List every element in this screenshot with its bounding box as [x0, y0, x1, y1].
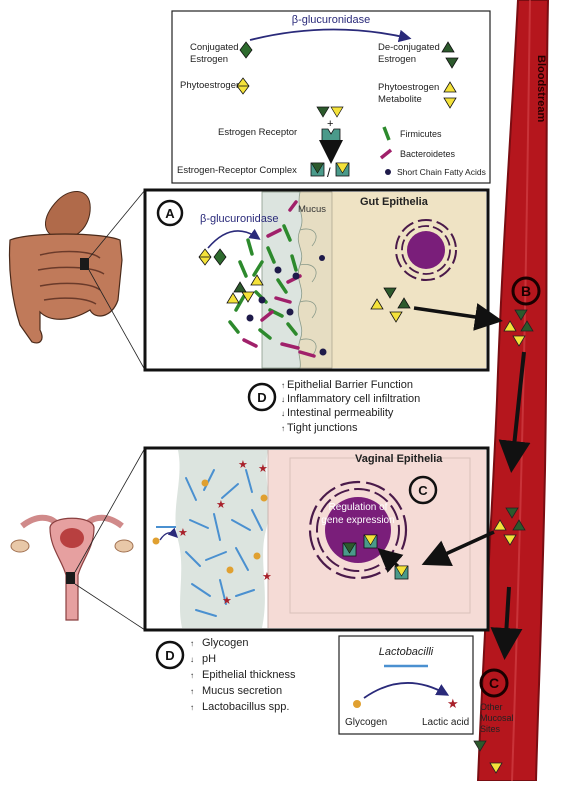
- vaginal-marker-c-circle: [408, 475, 438, 505]
- legend-phytomet-l1: Phytoestrogen: [378, 82, 439, 93]
- gut-mucus-label: Mucus: [298, 204, 326, 215]
- gut-marker-a-circle: [156, 199, 184, 227]
- vaginal-title: Vaginal Epithelia: [355, 453, 443, 465]
- legend-firmicutes-label: Firmicutes: [400, 129, 442, 139]
- vaginal-effect-2-arrow: ↓: [190, 655, 194, 664]
- legend-scfa-icon: [385, 169, 391, 175]
- legend-conjugated-l2: Estrogen: [190, 54, 228, 65]
- gene-reg-line1: Regulation of: [329, 502, 388, 513]
- vaginal-effect-5-text: Lactobacillus spp.: [202, 701, 289, 713]
- gut-marker-d-label: D: [257, 390, 266, 405]
- vaginal-mucus-layer: [175, 450, 269, 628]
- uterus-illustration: [10, 447, 146, 631]
- other-sites-line1: Other: [480, 702, 503, 712]
- vaginal-effect-3-text: Epithelial thickness: [202, 669, 296, 681]
- vaginal-effect-3-arrow: ↑: [190, 671, 194, 680]
- lactobacilli-legend-box: Lactobacilli ★ Glycogen Lactic acid: [338, 635, 474, 735]
- legend-phytomet-l2: Metabolite: [378, 94, 422, 105]
- vaginal-lactobacilli: [185, 469, 263, 617]
- lacto-box-lactic-icon: ★: [447, 696, 459, 711]
- vaginal-effect-1-text: Glycogen: [202, 637, 248, 649]
- svg-text:★: ★: [262, 571, 272, 583]
- gut-panel: Mucus Gut Epithelia A β-glucuronidase: [143, 188, 503, 372]
- legend-firmicutes-icon: [382, 126, 391, 141]
- lacto-box-conversion-arrow: [363, 682, 450, 699]
- vaginal-lactic-acid: ★ ★ ★ ★ ★ ★: [178, 459, 272, 607]
- legend-bacteroidetes-icon: [379, 148, 393, 160]
- gut-effect-4-text: Tight junctions: [287, 422, 358, 434]
- legend-complex-icon: /: [310, 162, 350, 180]
- other-sites-line3: Sites: [480, 724, 501, 734]
- vaginal-marker-d-circle: [155, 640, 185, 670]
- legend-deconj-l2: Estrogen: [378, 54, 416, 65]
- svg-text:+: +: [327, 118, 333, 130]
- gut-nucleus: [395, 219, 457, 281]
- blood-arrow-down-2: [490, 586, 523, 660]
- legend-complex-label: Estrogen-Receptor Complex: [177, 165, 297, 176]
- lacto-box-lactic-label: Lactic acid: [422, 717, 469, 728]
- vaginal-effect-1-arrow: ↑: [190, 639, 194, 648]
- marker-b-label: B: [521, 283, 531, 299]
- gut-marker-a-label: A: [165, 206, 175, 221]
- blood-to-vaginal-arrow: [421, 530, 495, 567]
- svg-text:★: ★: [258, 463, 268, 475]
- blood-arrow-down-1: [498, 351, 531, 473]
- vaginal-complex-to-nucleus-arrow: [377, 548, 404, 573]
- gut-effect-4-arrow: ↑: [281, 424, 285, 433]
- vaginal-effects-list: ↑ Glycogen ↓ pH ↑ Epithelial thickness ↑…: [190, 637, 296, 713]
- gut-marker-d-circle: [247, 382, 277, 412]
- lacto-box-glycogen-label: Glycogen: [345, 717, 387, 728]
- bloodstream-label: Bloodstream: [535, 55, 547, 122]
- gut-enzyme-arrow: [207, 228, 261, 249]
- intestine-illustration: [8, 189, 146, 371]
- gut-enzyme-label: β-glucuronidase: [200, 213, 278, 225]
- marker-b-circle: [511, 276, 541, 306]
- gut-to-blood-arrow: [413, 303, 503, 331]
- vagina-zoom-box: [66, 572, 75, 584]
- svg-text:★: ★: [222, 595, 232, 607]
- vaginal-effect-4-text: Mucus secretion: [202, 685, 282, 697]
- legend-receptor-label: Estrogen Receptor: [218, 127, 297, 138]
- legend-bacteroidetes-label: Bacteroidetes: [400, 149, 456, 159]
- intestine-zoom-box: [80, 258, 89, 270]
- gut-effect-1-text: Epithelial Barrier Function: [287, 379, 413, 391]
- svg-text:/: /: [327, 165, 331, 180]
- svg-text:★: ★: [178, 527, 188, 539]
- legend-box: β-glucuronidase Conjugated Estrogen De-c…: [171, 10, 491, 184]
- marker-c-blood-circle: [479, 668, 509, 698]
- gut-effect-1-arrow: ↑: [281, 381, 285, 390]
- vaginal-effect-2-text: pH: [202, 653, 216, 665]
- lacto-box-title: Lactobacilli: [379, 646, 434, 658]
- vaginal-marker-c-label: C: [418, 483, 428, 498]
- gut-effect-2-text: Inflammatory cell infiltration: [287, 393, 420, 405]
- other-sites-line2: Mucosal: [480, 713, 514, 723]
- gut-epithelial-cell: [330, 192, 486, 368]
- vaginal-marker-d-label: D: [165, 648, 174, 663]
- lacto-box-glycogen-icon: [353, 700, 361, 708]
- vaginal-conversion: [152, 526, 178, 545]
- vaginal-glycogen: [201, 479, 268, 574]
- gut-title: Gut Epithelia: [360, 196, 429, 208]
- gut-scfa-dots: [246, 255, 327, 356]
- legend-deconj-l1: De-conjugated: [378, 42, 440, 53]
- legend-phyto-icon: [236, 77, 250, 95]
- svg-text:★: ★: [216, 499, 226, 511]
- marker-c-blood-label: C: [489, 675, 499, 691]
- vaginal-effect-4-arrow: ↑: [190, 687, 194, 696]
- legend-enzyme-label: β-glucuronidase: [292, 14, 370, 26]
- gene-reg-line2: gene expression: [321, 515, 394, 526]
- gut-effects-list: ↑ Epithelial Barrier Function ↓ Inflamma…: [281, 379, 420, 434]
- legend-phyto-label: Phytoestrogen: [180, 80, 241, 91]
- gut-effect-3-arrow: ↓: [281, 409, 285, 418]
- vaginal-panel: Vaginal Epithelia ★ ★: [143, 446, 495, 632]
- legend-conjugated-l1: Conjugated: [190, 42, 239, 53]
- legend-scfa-label: Short Chain Fatty Acids: [397, 167, 486, 177]
- legend-enzyme-arrow: [249, 28, 412, 43]
- svg-text:★: ★: [238, 459, 248, 471]
- vaginal-effect-5-arrow: ↑: [190, 703, 194, 712]
- gut-effect-2-arrow: ↓: [281, 395, 285, 404]
- gut-effect-3-text: Intestinal permeability: [287, 407, 394, 419]
